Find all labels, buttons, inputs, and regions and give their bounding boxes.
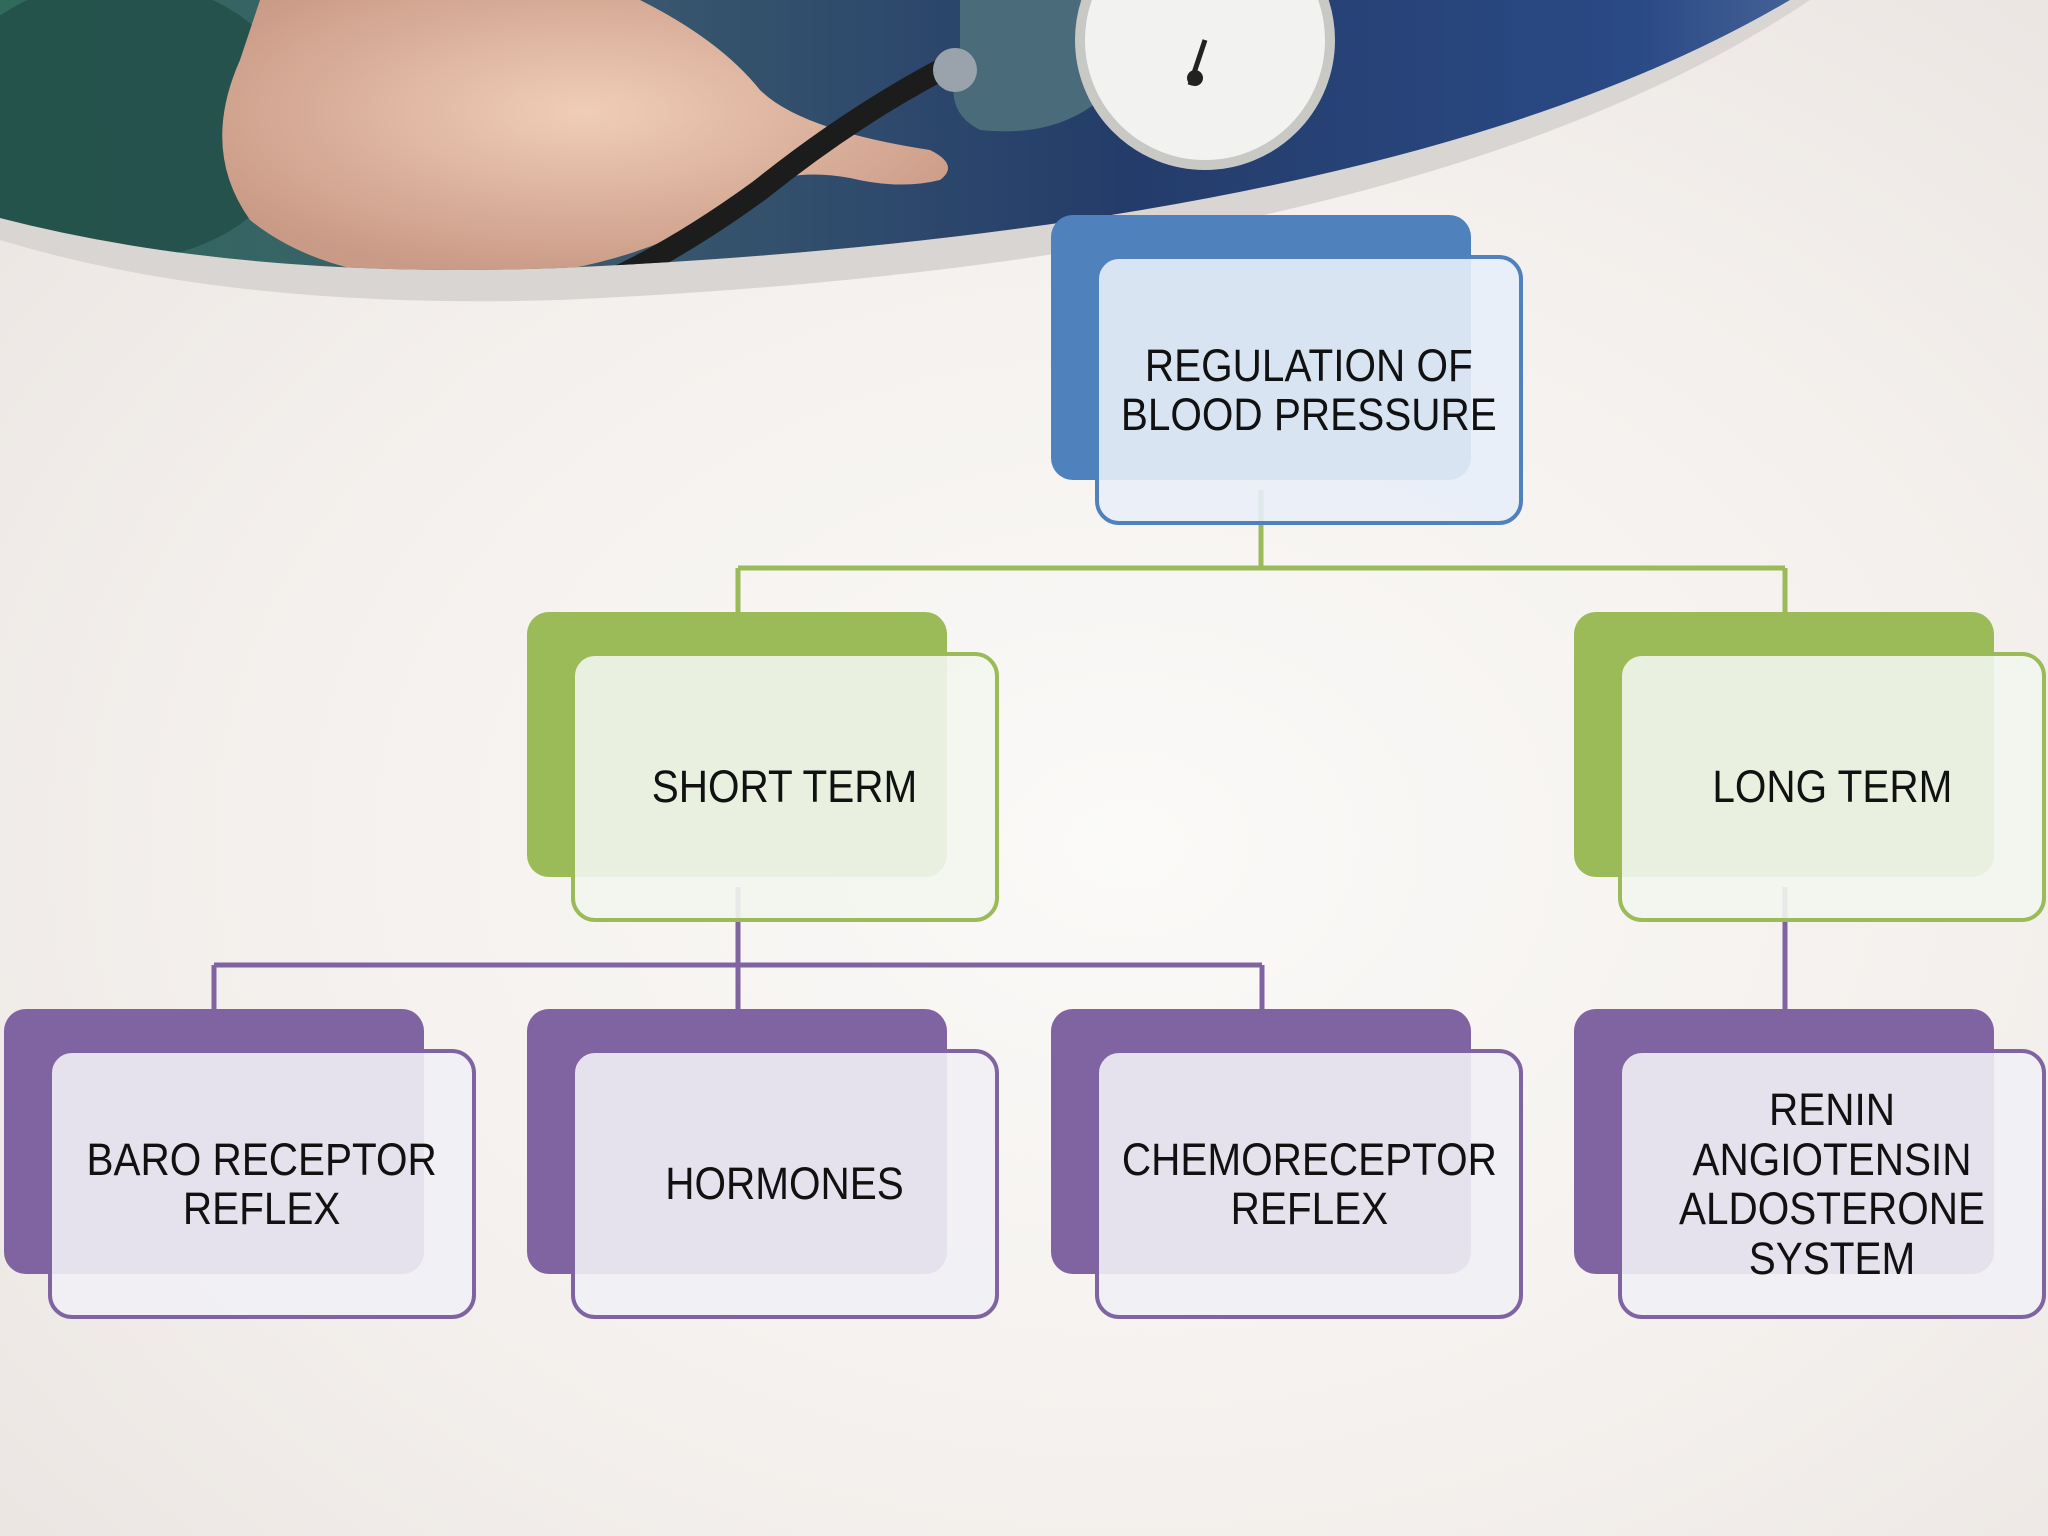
- node-baro-box: BARO RECEPTOR REFLEX: [48, 1049, 476, 1319]
- header-swoosh: [0, 0, 1810, 302]
- node-chemo-label: CHEMORECEPTOR REFLEX: [1121, 1133, 1497, 1234]
- node-root-box: REGULATION OF BLOOD PRESSURE: [1095, 255, 1523, 525]
- node-renin-box: RENIN ANGIOTENSIN ALDOSTERONE SYSTEM: [1618, 1049, 2046, 1319]
- node-short-term-label: SHORT TERM: [652, 761, 918, 813]
- hand-shape: [222, 0, 948, 270]
- node-hormones-box: HORMONES: [571, 1049, 999, 1319]
- node-renin-label: RENIN ANGIOTENSIN ALDOSTERONE SYSTEM: [1678, 1084, 1986, 1284]
- header-photo: [0, 0, 1810, 302]
- node-chemo-box: CHEMORECEPTOR REFLEX: [1095, 1049, 1523, 1319]
- node-long-term-box: LONG TERM: [1618, 652, 2046, 922]
- node-short-term-box: SHORT TERM: [571, 652, 999, 922]
- node-hormones-label: HORMONES: [665, 1158, 905, 1210]
- node-long-term-label: LONG TERM: [1711, 761, 1953, 813]
- node-root-label: REGULATION OF BLOOD PRESSURE: [1121, 339, 1497, 440]
- tube-shape: [556, 50, 965, 270]
- node-baro-label: BARO RECEPTOR REFLEX: [86, 1133, 438, 1234]
